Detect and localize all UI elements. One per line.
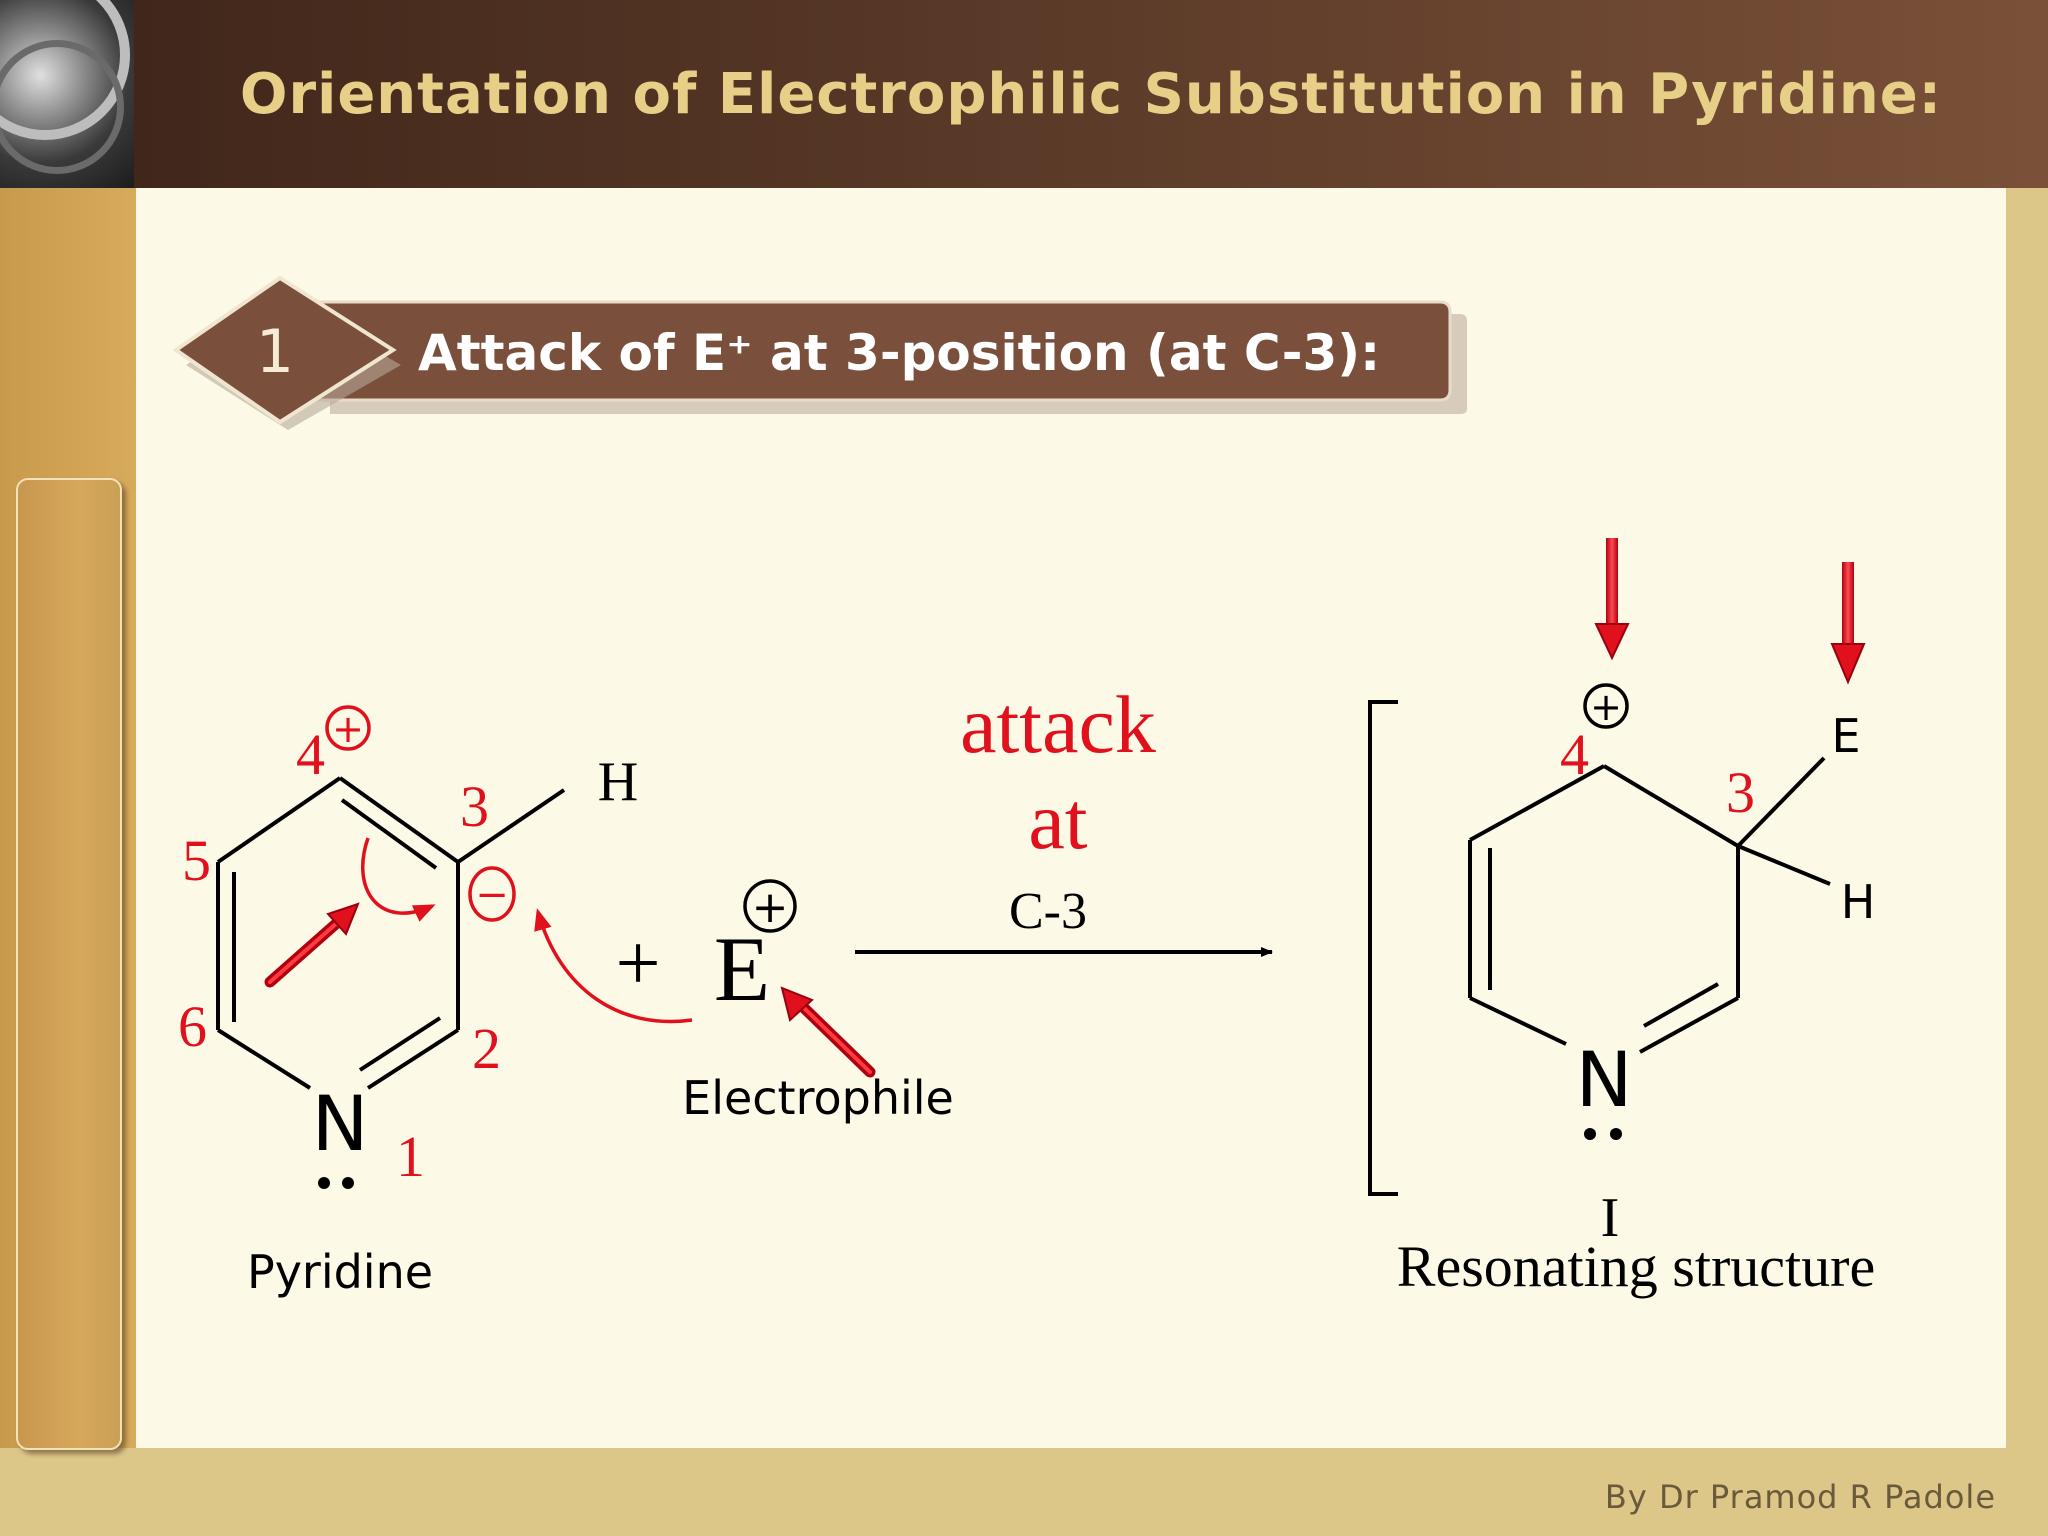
atom-label-6: 6: [178, 994, 207, 1059]
curved-arrow-icon: [361, 837, 436, 922]
step-number: 1: [256, 317, 294, 387]
svg-text:+: +: [1590, 685, 1622, 729]
pyridine-structure: [216, 776, 566, 1090]
minus-charge-icon: −: [468, 866, 516, 922]
atom-label-4: 4: [296, 722, 325, 787]
electrophile-pointer-arrow-icon: [780, 986, 876, 1078]
product-atom-label-4: 4: [1560, 722, 1589, 787]
product-substituent-e: E: [1831, 709, 1860, 763]
arrow-label-attack: attack: [960, 679, 1156, 770]
lone-pair-dot: [342, 1177, 354, 1189]
atom-label-1: 1: [396, 1124, 425, 1189]
product-structure: [1468, 756, 1831, 1054]
left-bracket-icon: [1368, 700, 1398, 1196]
atom-label-2: 2: [472, 1016, 501, 1081]
logo-image: [0, 0, 134, 188]
arrow-label-position: C-3: [1009, 883, 1087, 940]
plus-sign: +: [615, 920, 660, 1008]
header-bar: Orientation of Electrophilic Substitutio…: [0, 0, 2048, 188]
electrophile-label: Electrophile: [682, 1071, 954, 1125]
author-footer: By Dr Pramod R Padole: [1604, 1478, 1996, 1516]
product-caption: Resonating structure: [1397, 1234, 1875, 1299]
svg-text:−: −: [475, 872, 509, 918]
pyridine-hydrogen: H: [598, 751, 638, 813]
lone-pair-dot: [1584, 1128, 1596, 1140]
down-arrow-icon: [1830, 562, 1866, 685]
electrophile-charge-icon: +: [743, 879, 797, 933]
slide-title: Orientation of Electrophilic Substitutio…: [239, 61, 1943, 127]
reactant-name: Pyridine: [247, 1245, 433, 1299]
product-plus-charge-icon: +: [1583, 683, 1629, 729]
plus-charge-icon: +: [325, 705, 371, 751]
down-arrow-icon: [1594, 538, 1630, 661]
product-nitrogen: N: [1576, 1035, 1633, 1124]
step-banner: 1 Attack of E⁺ at 3-position (at C-3):: [172, 275, 1467, 430]
lone-pair-dot: [318, 1177, 330, 1189]
svg-text:+: +: [752, 882, 789, 933]
product-substituent-h: H: [1841, 875, 1876, 929]
arrow-label-at: at: [1028, 775, 1087, 866]
atom-label-5: 5: [182, 828, 211, 893]
electrophile-symbol: E: [714, 918, 770, 1020]
left-decor-panel: [16, 478, 122, 1450]
attack-curved-arrow-icon: [534, 908, 693, 1024]
red-pointer-arrow-icon: [264, 902, 360, 988]
product-numeral: I: [1601, 1187, 1620, 1249]
pyridine-nitrogen: N: [312, 1079, 369, 1168]
svg-text:+: +: [332, 707, 364, 751]
lone-pair-dot: [1610, 1128, 1622, 1140]
product-atom-label-3: 3: [1726, 760, 1755, 825]
step-heading: Attack of E⁺ at 3-position (at C-3):: [418, 324, 1380, 382]
atom-label-3: 3: [460, 774, 489, 839]
